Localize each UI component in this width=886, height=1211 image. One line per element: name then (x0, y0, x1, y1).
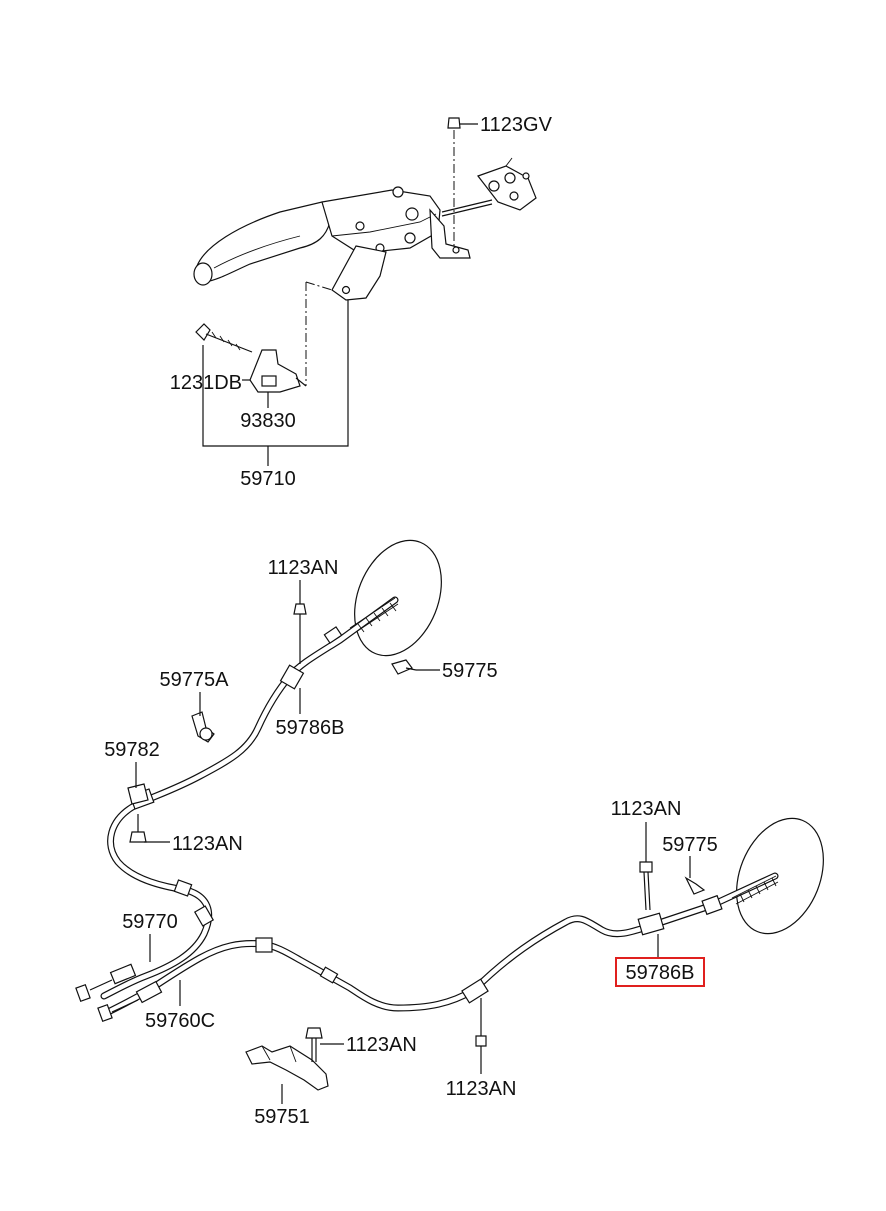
label-1123gv: 1123GV (480, 114, 553, 136)
rear-brake-drum-left (354, 539, 442, 657)
label-1123an-bottom: 1123AN (446, 1078, 517, 1100)
label-93830: 93830 (240, 410, 296, 432)
part-labels: 1123GV 1231DB 93830 59710 1123AN 59775 5… (104, 114, 718, 1128)
label-1123an-top: 1123AN (268, 557, 339, 579)
label-1123an-left: 1123AN (172, 833, 243, 855)
top-leader-lines (202, 123, 478, 466)
label-59782: 59782 (104, 739, 160, 761)
label-59775-right: 59775 (662, 834, 718, 856)
label-59760c: 59760C (145, 1010, 215, 1032)
label-59751: 59751 (254, 1106, 310, 1128)
highlight-box-59786b (615, 957, 705, 987)
parking-brake-cable-left (75, 596, 399, 1003)
label-59770: 59770 (122, 911, 178, 933)
rear-brake-drum-right (736, 817, 824, 935)
label-1231db: 1231DB (170, 372, 242, 394)
parking-brake-lever-assembly (193, 117, 537, 301)
parking-brake-cable-right (97, 872, 779, 1023)
label-59710: 59710 (240, 468, 296, 490)
label-1123an-right: 1123AN (611, 798, 682, 820)
label-1123an-bracket: 1123AN (346, 1034, 417, 1056)
label-59775a: 59775A (160, 669, 230, 691)
label-59775-top: 59775 (442, 660, 498, 682)
label-59786b-right[interactable]: 59786B (626, 962, 695, 984)
label-59786b-top: 59786B (276, 717, 345, 739)
bottom-leader-lines (135, 580, 691, 1104)
brake-switch-assembly (195, 281, 333, 393)
